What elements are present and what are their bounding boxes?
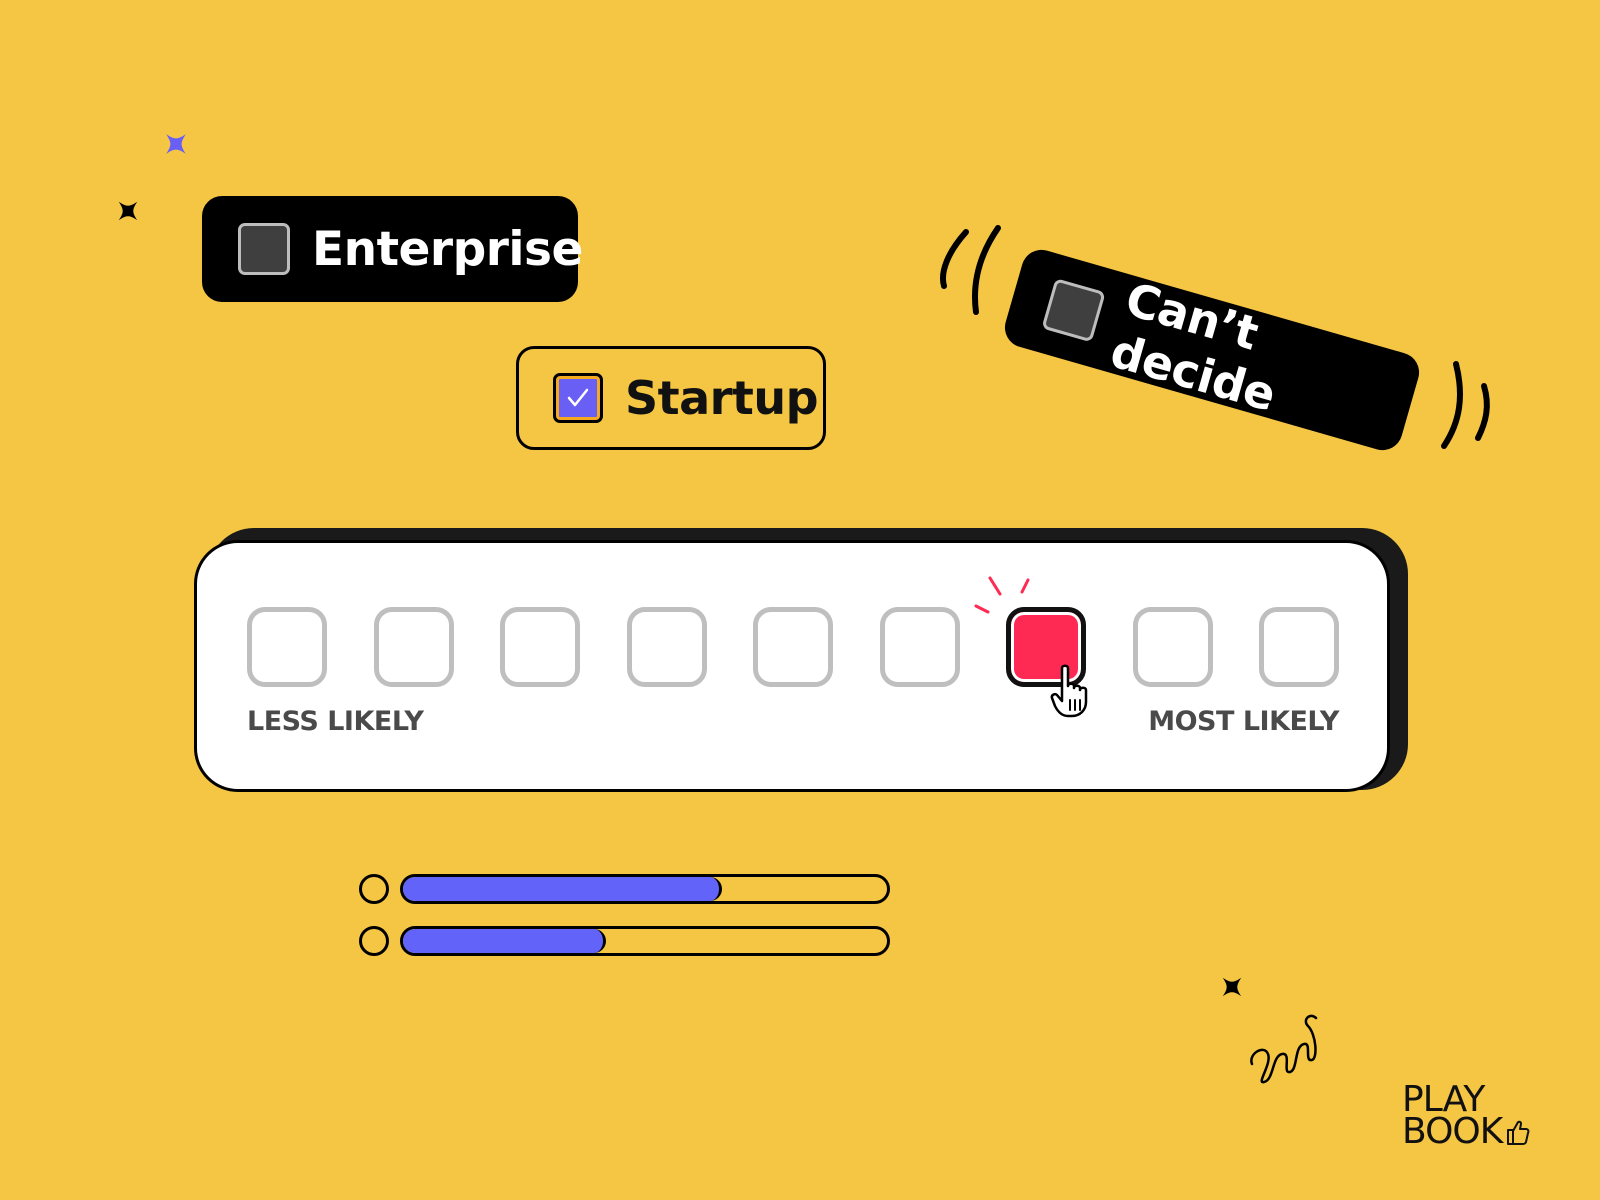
progress-bar-1 xyxy=(400,874,890,904)
progress-radio-2[interactable] xyxy=(359,926,389,956)
startup-label: Startup xyxy=(625,371,819,425)
progress-radio-1[interactable] xyxy=(359,874,389,904)
logo-line-1: PLAY xyxy=(1402,1079,1485,1120)
squiggle-icon xyxy=(1250,1014,1318,1084)
rating-option-6[interactable] xyxy=(880,607,960,687)
rating-option-4[interactable] xyxy=(627,607,707,687)
startup-checkbox-chip[interactable]: Startup xyxy=(516,346,826,450)
progress-fill-1 xyxy=(403,877,723,901)
enterprise-checkbox-chip[interactable]: Enterprise xyxy=(202,196,583,302)
enterprise-label: Enterprise xyxy=(312,221,583,277)
sparkle-icon xyxy=(1222,977,1242,997)
thumbs-up-icon xyxy=(1507,1120,1530,1145)
most-likely-label: MOST LIKELY xyxy=(1148,706,1339,737)
progress-bar-2 xyxy=(400,926,890,956)
cant-decide-checkbox-chip[interactable]: Can’t decide xyxy=(1000,245,1424,455)
sparkle-icon xyxy=(118,201,138,221)
click-burst-icon xyxy=(974,576,1030,614)
rating-option-7[interactable] xyxy=(1006,607,1086,687)
enterprise-checkbox[interactable] xyxy=(238,223,290,275)
checkmark-icon xyxy=(567,388,589,407)
rating-option-5[interactable] xyxy=(753,607,833,687)
rating-option-8[interactable] xyxy=(1133,607,1213,687)
cant-decide-label: Can’t decide xyxy=(1104,271,1282,422)
cant-decide-checkbox[interactable] xyxy=(1041,278,1106,343)
logo-line-2: BOOK xyxy=(1402,1111,1503,1152)
playbook-logo: PLAY BOOK xyxy=(1402,1079,1530,1152)
vibration-marks-right xyxy=(1441,361,1490,449)
likelihood-rating-card: LESS LIKELY MOST LIKELY xyxy=(194,540,1390,792)
hand-cursor-icon xyxy=(1050,664,1088,718)
rating-option-1[interactable] xyxy=(247,607,327,687)
sparkle-icon xyxy=(166,134,186,154)
startup-checkbox[interactable] xyxy=(553,373,603,423)
progress-fill-2 xyxy=(403,929,607,953)
less-likely-label: LESS LIKELY xyxy=(247,706,424,737)
rating-option-2[interactable] xyxy=(374,607,454,687)
rating-option-3[interactable] xyxy=(500,607,580,687)
rating-option-9[interactable] xyxy=(1259,607,1339,687)
vibration-marks-left xyxy=(940,225,1001,315)
